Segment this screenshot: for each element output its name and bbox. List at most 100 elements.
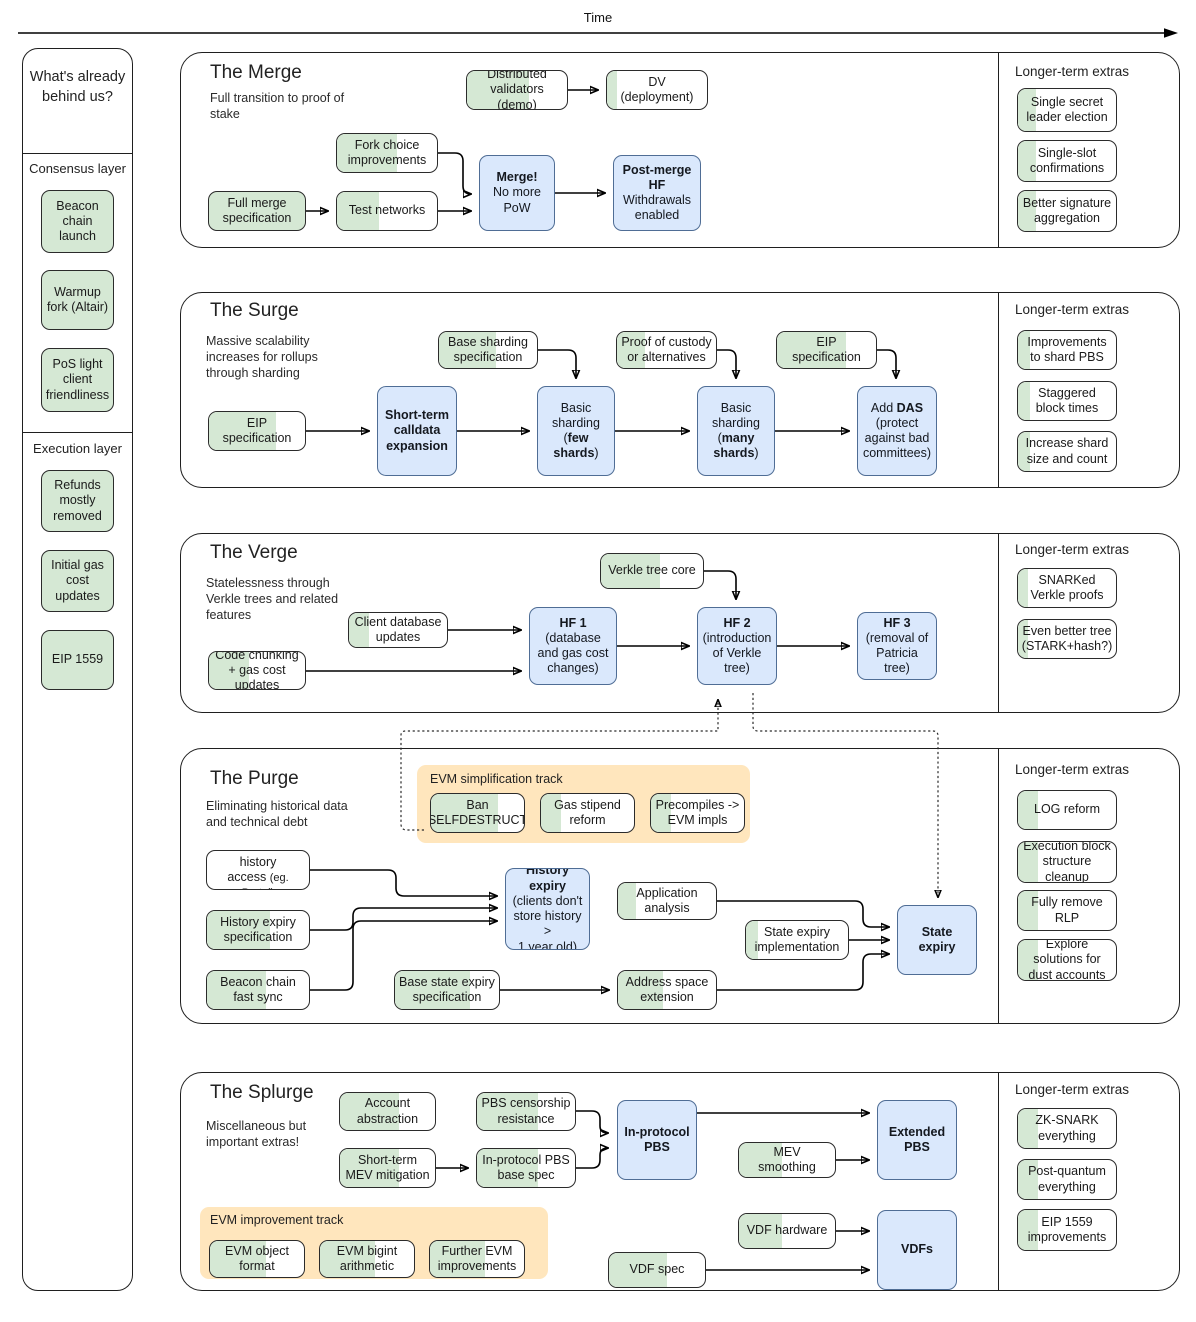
node-distributed-validators-demo[interactable]: Distributed validators (demo)	[466, 70, 568, 110]
progress-fill	[349, 613, 369, 647]
node-state-expiry[interactable]: State expiry	[897, 905, 977, 975]
node-gas-stipend-reform[interactable]: Gas stipend reform	[540, 793, 635, 833]
sidebar-item-eip-1559[interactable]: EIP 1559	[41, 630, 114, 690]
progress-fill	[209, 652, 250, 689]
section-subtitle-merge: Full transition to proof of stake	[210, 91, 345, 121]
extra-better-signature-aggregation[interactable]: Better signature aggregation	[1017, 190, 1117, 232]
node-verkle-tree-core[interactable]: Verkle tree core	[600, 553, 704, 589]
sidebar-heading: What's already behind us?	[29, 69, 126, 105]
node-code-chunking-gas-cost-updates[interactable]: Code chunking + gas cost updates	[208, 651, 306, 690]
extras-divider-verge	[998, 533, 999, 713]
node-vdfs[interactable]: VDFs	[877, 1210, 957, 1290]
node-label-vdfs: VDFs	[901, 1242, 933, 1257]
progress-fill	[209, 412, 277, 450]
progress-fill	[477, 1149, 538, 1187]
node-short-term-mev-mitigation[interactable]: Short-term MEV mitigation	[339, 1148, 436, 1188]
progress-fill	[340, 1093, 399, 1130]
extra-increase-shard-size-and-count[interactable]: Increase shard size and count	[1017, 431, 1117, 472]
node-evm-bigint-arithmetic[interactable]: EVM bigint arithmetic	[319, 1240, 415, 1278]
extra-single-slot-confirmations[interactable]: Single-slot confirmations	[1017, 140, 1117, 182]
progress-fill	[1018, 141, 1036, 181]
extra-explore-solutions-for-dust-accounts[interactable]: Explore solutions for dust accounts	[1017, 939, 1117, 981]
node-test-networks[interactable]: Test networks	[336, 191, 438, 231]
node-vdf-spec[interactable]: VDF spec	[608, 1252, 706, 1288]
node-fork-choice-improvements[interactable]: Fork choice improvements	[336, 133, 438, 173]
node-p2p-networking-for-das[interactable]: EIP specification	[776, 331, 877, 369]
node-ban-selfdestruct[interactable]: Ban SELFDESTRUCT	[430, 793, 525, 833]
node-dv-deployment[interactable]: DV (deployment)	[606, 70, 708, 110]
section-subtitle-purge: Eliminating historical data and technica…	[206, 799, 348, 829]
extra-snarked-verkle-proofs[interactable]: SNARKed Verkle proofs	[1017, 568, 1117, 608]
progress-fill	[1018, 191, 1036, 231]
progress-fill	[1018, 1160, 1038, 1199]
progress-fill	[1018, 569, 1028, 607]
node-vdf-hardware[interactable]: VDF hardware	[738, 1213, 836, 1249]
extras-divider-purge	[998, 748, 999, 1024]
node-application-analysis[interactable]: Application analysis	[617, 882, 717, 920]
sidebar-item-warmup-fork[interactable]: Warmup fork (Altair)	[41, 270, 114, 330]
progress-fill	[617, 332, 645, 368]
progress-fill	[207, 971, 267, 1009]
extra-execution-block-structure-cleanup[interactable]: Execution block structure cleanup	[1017, 841, 1117, 883]
progress-fill	[1018, 842, 1038, 882]
sidebar-item-pos-light-client[interactable]: PoS light client friendliness	[41, 348, 114, 412]
node-precompiles-to-evm-impls[interactable]: Precompiles -> EVM impls	[650, 793, 745, 833]
node-address-space-extension[interactable]: Address space extension	[617, 970, 717, 1010]
node-evm-object-format[interactable]: EVM object format	[209, 1240, 305, 1278]
node-full-merge-specification[interactable]: Full merge specification	[208, 191, 306, 231]
node-proof-of-custody[interactable]: Proof of custody or alternatives	[616, 331, 717, 369]
progress-fill	[607, 71, 617, 109]
extra-post-quantum-everything[interactable]: Post-quantum everything	[1017, 1159, 1117, 1200]
progress-fill	[1018, 331, 1030, 369]
sidebar-item-refunds-removed[interactable]: Refunds mostly removed	[41, 470, 114, 532]
section-panel-surge	[180, 292, 1180, 488]
progress-fill	[1018, 620, 1028, 658]
node-client-database-updates[interactable]: Client database updates	[348, 612, 448, 648]
node-beacon-chain-fast-sync[interactable]: Beacon chain fast sync	[206, 970, 310, 1010]
extra-single-secret-leader-election[interactable]: Single secret leader election	[1017, 88, 1117, 132]
section-title-splurge: The Splurge	[210, 1082, 314, 1103]
node-history-expiry-specification[interactable]: History expiry specification	[206, 910, 310, 950]
node-mev-smoothing[interactable]: MEV smoothing	[738, 1142, 836, 1178]
node-state-expiry-implementation[interactable]: State expiry implementation	[745, 920, 849, 960]
extra-eip-1559-improvements[interactable]: EIP 1559 improvements	[1017, 1209, 1117, 1251]
progress-fill	[210, 1241, 267, 1277]
extra-staggered-block-times[interactable]: Staggered block times	[1017, 381, 1117, 421]
extra-zk-snark-everything[interactable]: ZK-SNARK everything	[1017, 1108, 1117, 1149]
track-label-evm-simplification: EVM simplification track	[430, 772, 563, 786]
sidebar-item-beacon-chain-launch[interactable]: Beacon chain launch	[41, 190, 114, 253]
node-eip-specification[interactable]: EIP specification	[208, 411, 306, 451]
extra-log-reform[interactable]: LOG reform	[1017, 790, 1117, 830]
extra-even-better-tree[interactable]: Even better tree (STARK+hash?)	[1017, 619, 1117, 659]
node-further-evm-improvements[interactable]: Further EVM improvements	[429, 1240, 525, 1278]
extra-fully-remove-rlp[interactable]: Fully remove RLP	[1017, 890, 1117, 931]
node-base-sharding-specification[interactable]: Base sharding specification	[438, 331, 538, 369]
node-in-protocol-pbs-base-spec[interactable]: In-protocol PBS base spec	[476, 1148, 576, 1188]
node-account-abstraction[interactable]: Account abstraction	[339, 1092, 436, 1131]
sidebar-divider	[22, 432, 133, 433]
node-base-state-expiry-specification[interactable]: Base state expiry specification	[394, 970, 500, 1010]
sidebar-item-initial-gas-cost-updates[interactable]: Initial gas cost updates	[41, 550, 114, 612]
extra-improvements-to-shard-pbs[interactable]: Improvements to shard PBS	[1017, 330, 1117, 370]
section-subtitle-surge: Massive scalability increases for rollup…	[206, 334, 318, 380]
node-pbs-censorship-resistance[interactable]: PBS censorship resistance	[476, 1092, 576, 1131]
progress-fill	[1018, 891, 1038, 930]
progress-fill	[601, 554, 661, 588]
